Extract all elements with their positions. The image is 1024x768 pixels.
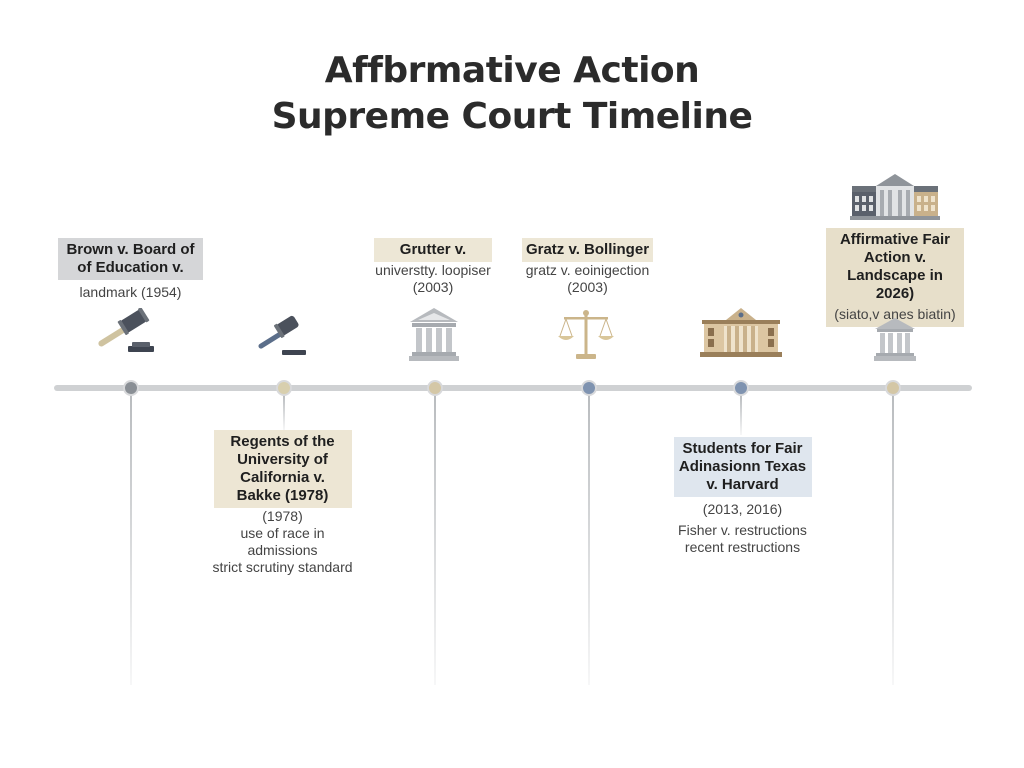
- event-title: Gratz v. Bollinger: [521, 238, 654, 262]
- scales-of-justice-icon: [558, 310, 614, 359]
- courthouse-icon: [409, 308, 459, 361]
- event-detail: landmark (1954): [79, 284, 182, 300]
- event-detail: strict scrutiny standard: [212, 559, 353, 575]
- event-title: Students for Fair Adinasionn Texas v. Ha…: [673, 437, 812, 497]
- page-title: Affbrmative Action Supreme Court Timelin…: [0, 48, 1024, 140]
- timeline-node-5: [733, 380, 749, 396]
- event-detail: use of race in: [240, 525, 325, 541]
- event-detail: recent restructions: [684, 539, 801, 555]
- event-label-grutter: Grutter v. universtty. loopiser (2003): [358, 238, 508, 296]
- event-title: Affirmative Fair Action v. Landscape in …: [826, 228, 964, 306]
- timeline-stem-3: [434, 395, 436, 685]
- event-detail: Fisher v. restructions: [678, 522, 807, 538]
- event-label-landscape-2026: Affirmative Fair Action v. Landscape in …: [826, 228, 964, 327]
- event-date: (2003): [412, 279, 454, 295]
- gavel-icon: [98, 308, 154, 352]
- event-detail: admissions: [247, 542, 318, 558]
- title-line-1: Affbrmative Action: [324, 50, 700, 91]
- event-date: (2013, 2016): [702, 501, 783, 517]
- event-detail: (siato,v anes biatin): [826, 306, 964, 327]
- timeline-node-1: [123, 380, 139, 396]
- timeline-node-4: [581, 380, 597, 396]
- event-label-gratz: Gratz v. Bollinger gratz v. eoinigection…: [515, 238, 660, 296]
- event-title: Grutter v.: [373, 238, 493, 262]
- timeline-axis: [54, 385, 972, 391]
- timeline-stem-1: [130, 395, 132, 685]
- event-detail: gratz v. eoinigection: [525, 262, 650, 278]
- timeline-node-3: [427, 380, 443, 396]
- university-building-icon: [700, 308, 782, 357]
- timeline-stem-5: [740, 395, 742, 435]
- timeline-stem-6: [892, 395, 894, 685]
- gavel-icon: [258, 315, 306, 355]
- timeline-node-2: [276, 380, 292, 396]
- event-date: (2003): [567, 279, 608, 295]
- event-label-sffa: Students for Fair Adinasionn Texas v. Ha…: [665, 437, 820, 556]
- event-date: (1978): [262, 508, 303, 524]
- event-label-bakke: Regents of the University of California …: [205, 430, 360, 576]
- timeline-stem-2: [283, 395, 285, 430]
- capitol-building-icon: [850, 174, 940, 220]
- title-line-2: Supreme Court Timeline: [271, 96, 753, 137]
- event-label-brown: Brown v. Board of of Education v. landma…: [58, 238, 203, 301]
- event-title: Brown v. Board of of Education v.: [58, 238, 203, 280]
- courthouse-icon: [874, 318, 916, 361]
- event-title: Regents of the University of California …: [213, 430, 352, 508]
- timeline-stem-4: [588, 395, 590, 685]
- event-detail: universtty. loopiser: [375, 262, 491, 278]
- timeline-node-6: [885, 380, 901, 396]
